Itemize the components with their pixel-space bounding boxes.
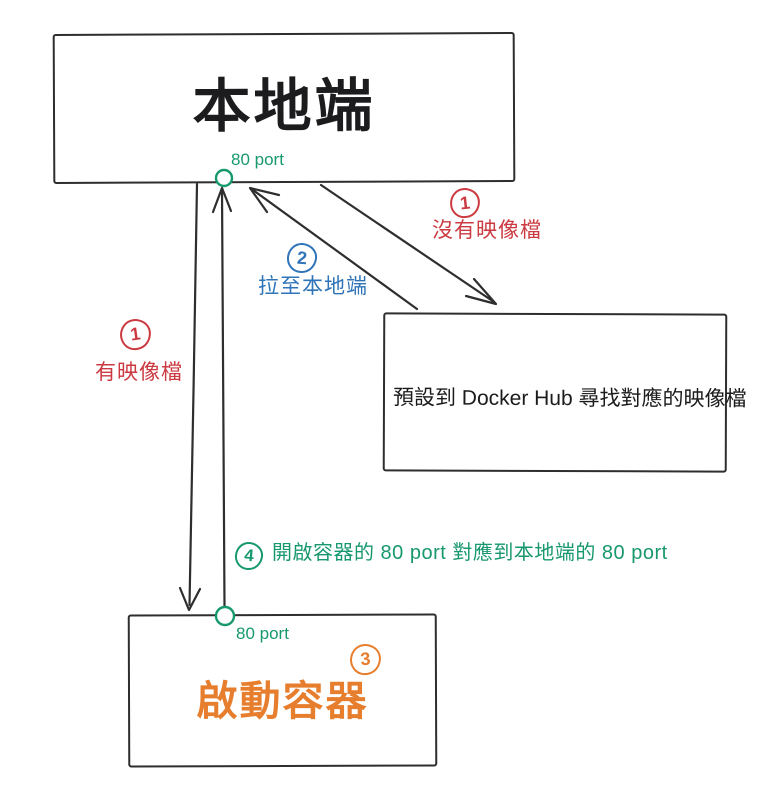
docker-hub-box: 預設到 Docker Hub 尋找對應的映像檔 <box>382 312 747 473</box>
step-badge-pull-to-local: 2 <box>285 241 319 275</box>
step-badge-has-image: 1 <box>117 316 154 353</box>
local-machine-box: 本地端 <box>52 31 516 185</box>
pull-to-local-label: 拉至本地端 <box>258 275 368 298</box>
arrow-container-to-local <box>211 186 233 608</box>
step-badge-port-mapping: 4 <box>233 540 265 572</box>
port-mapping-label: 開啟容器的 80 port 對應到本地端的 80 port <box>272 542 668 564</box>
local-machine-title: 本地端 <box>192 73 376 140</box>
local-port-label: 80 port <box>231 150 284 169</box>
start-container-title: 啟動容器 <box>196 678 369 724</box>
no-image-label: 沒有映像檔 <box>432 219 542 242</box>
step-badge-no-image: 1 <box>448 186 482 220</box>
container-port-label: 80 port <box>236 624 289 643</box>
docker-hub-text: 預設到 Docker Hub 尋找對應的映像檔 <box>392 385 747 411</box>
arrow-local-to-container <box>178 182 202 612</box>
has-image-label: 有映像檔 <box>95 361 183 384</box>
